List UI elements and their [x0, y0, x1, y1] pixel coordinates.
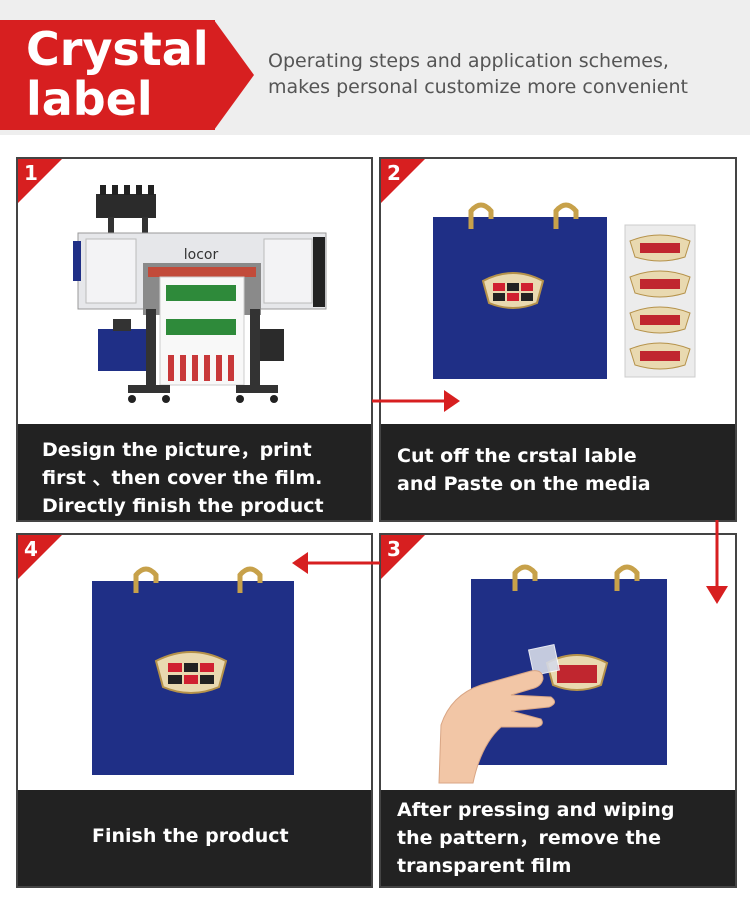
- printer-image: locor: [73, 185, 327, 403]
- header: Crystal label Operating steps and applic…: [0, 0, 750, 135]
- caption-line: After pressing and wiping: [397, 799, 675, 821]
- title-line-2: label: [26, 72, 153, 126]
- hand-pressing-image: [438, 564, 667, 784]
- caption-line: first 、then cover the film.: [42, 467, 323, 489]
- caption-line: Cut off the crstal lable: [397, 445, 637, 467]
- subtitle-line-1: Operating steps and application schemes,: [268, 50, 669, 72]
- title-banner-arrow: [214, 20, 254, 130]
- title-line-1: Crystal: [26, 22, 209, 76]
- caption-line: Finish the product: [92, 825, 289, 847]
- step-badge-4: [18, 535, 62, 579]
- step-panel-2: 2 Cut off the crstal lable and Paste on …: [379, 157, 737, 522]
- step-number-1: 1: [24, 161, 38, 185]
- step-panel-4: 4 Finish the product: [16, 533, 373, 888]
- step-panel-3: 3 After pressing and wiping the pattern，…: [379, 533, 737, 888]
- caption-line: Directly finish the product: [42, 495, 324, 517]
- step-caption-3: After pressing and wiping the pattern，re…: [381, 790, 735, 886]
- step-caption-2: Cut off the crstal lable and Paste on th…: [381, 424, 735, 520]
- subtitle-line-2: makes personal customize more convenient: [268, 76, 688, 98]
- step-number-3: 3: [387, 537, 401, 561]
- step-badge-3: [381, 535, 425, 579]
- arrow-left-icon: [292, 552, 380, 574]
- finished-board-image: [92, 566, 294, 775]
- title-banner: [0, 20, 215, 130]
- printer-brand: locor: [184, 247, 219, 263]
- page-title: Crystal label: [26, 24, 209, 124]
- page-subtitle: Operating steps and application schemes,…: [268, 48, 738, 100]
- binder-board-image: [433, 202, 696, 379]
- arrow-right-icon: [372, 390, 460, 412]
- step-badge-2: [381, 159, 425, 203]
- caption-line: Design the picture，print: [42, 439, 312, 461]
- caption-line: the pattern，remove the: [397, 827, 661, 849]
- arrow-down-icon: [706, 520, 728, 604]
- step-number-2: 2: [387, 161, 401, 185]
- step-caption-4: Finish the product: [18, 790, 371, 886]
- crystal-label-emblem: [481, 272, 545, 309]
- step-number-4: 4: [24, 537, 38, 561]
- crystal-label-emblem: [154, 651, 228, 694]
- step-caption-1: Design the picture，print first 、then cov…: [18, 424, 371, 520]
- hand-image: [438, 670, 555, 784]
- caption-line: transparent film: [397, 855, 572, 877]
- step-panel-1: locor 1 Design the picture，print first 、…: [16, 157, 373, 522]
- step-badge-1: [18, 159, 62, 203]
- caption-line: and Paste on the media: [397, 473, 651, 495]
